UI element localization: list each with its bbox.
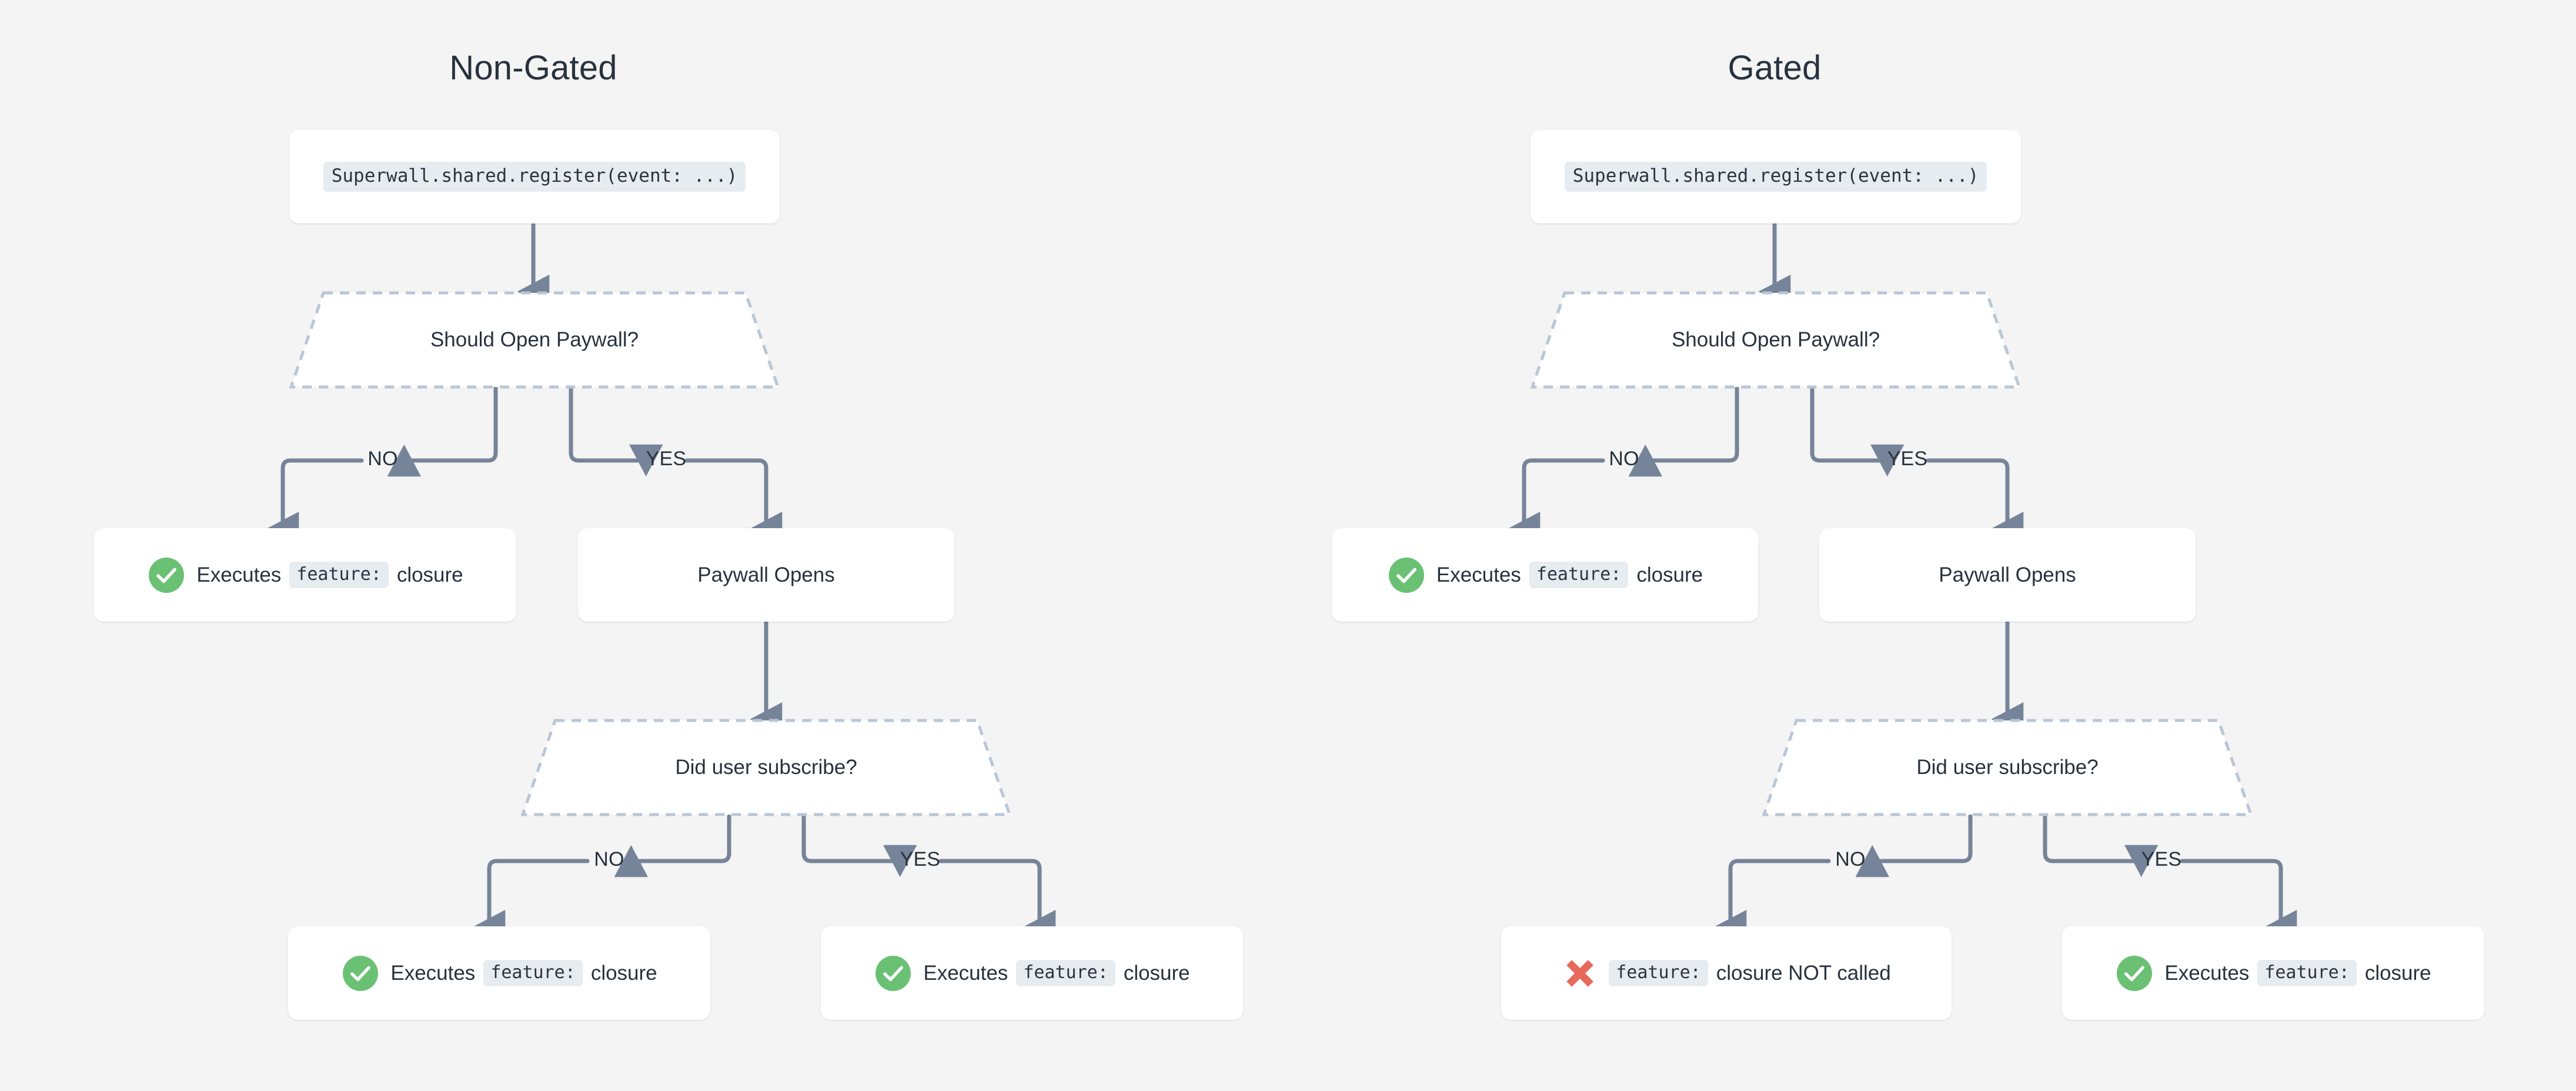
node-subscribe-yes-gated[interactable]: Executes feature: closure xyxy=(2062,926,2484,1020)
edge-label-paywall-yes: YES xyxy=(646,448,687,470)
edge-label-paywall-no: NO xyxy=(367,448,398,470)
edge-label-g-subscribe-yes: YES xyxy=(2141,848,2182,870)
edge-g-paywall-no-b xyxy=(1508,458,1605,546)
node-entry-gated[interactable]: Superwall.shared.register(event: ...) xyxy=(1531,130,2021,223)
edge-paywall-yes-a xyxy=(569,386,663,477)
node-label: Paywall Opens xyxy=(1939,563,2076,586)
decision-did-user-subscribe-gated[interactable]: Did user subscribe? xyxy=(1762,719,2253,816)
code-chip-feature: feature: xyxy=(1529,562,1629,588)
edge-label-g-paywall-no: NO xyxy=(1609,448,1639,470)
code-chip-feature: feature: xyxy=(1609,960,1708,986)
code-chip-feature: feature: xyxy=(2257,960,2357,986)
edge-g-subscribe-no-b xyxy=(1714,859,1831,944)
decision-label: Did user subscribe? xyxy=(1916,756,2099,779)
node-branch-no-gated[interactable]: Executes feature: closure xyxy=(1332,528,1758,622)
node-text-prefix: Executes xyxy=(390,962,476,985)
trapezoid-shape xyxy=(289,291,780,389)
node-paywall-opens-gated[interactable]: Paywall Opens xyxy=(1819,528,2196,622)
node-text-suffix: closure xyxy=(1636,563,1703,586)
node-label: Paywall Opens xyxy=(697,563,835,586)
decision-label: Did user subscribe? xyxy=(675,756,857,779)
edge-paywall-no-a xyxy=(387,386,498,477)
trapezoid-shape xyxy=(1531,291,2021,389)
edge-subscribe-yes-b xyxy=(938,859,1056,944)
node-text-suffix: closure xyxy=(396,563,463,586)
code-chip-register: Superwall.shared.register(event: ...) xyxy=(1564,162,1987,192)
edge-label-g-subscribe-no: NO xyxy=(1835,848,1866,870)
edge-label-subscribe-no: NO xyxy=(594,848,624,870)
node-text-suffix: closure xyxy=(2364,962,2431,985)
node-entry-non-gated[interactable]: Superwall.shared.register(event: ...) xyxy=(289,130,780,223)
check-circle-icon xyxy=(874,954,913,993)
edge-g-subscribe-yes-a xyxy=(2043,814,2159,878)
code-chip-feature: feature: xyxy=(1016,960,1115,986)
node-branch-no-non-gated[interactable]: Executes feature: closure xyxy=(94,528,516,622)
edge-g-subscribe-yes-b xyxy=(2180,859,2297,944)
column-title-non-gated: Non-Gated xyxy=(449,49,617,87)
node-text-prefix: Executes xyxy=(196,563,282,586)
edge-paywall-no-b xyxy=(266,458,364,546)
edge-label-g-paywall-yes: YES xyxy=(1887,448,1928,470)
edge-g-paywall-yes-a xyxy=(1810,386,1905,477)
node-subscribe-yes-non-gated[interactable]: Executes feature: closure xyxy=(821,926,1243,1020)
decision-label: Should Open Paywall? xyxy=(1671,328,1880,351)
decision-should-open-paywall-gated[interactable]: Should Open Paywall? xyxy=(1531,291,2021,389)
decision-did-user-subscribe[interactable]: Did user subscribe? xyxy=(521,719,1011,816)
edge-paywall-yes-b xyxy=(684,458,783,546)
edge-g-paywall-no-a xyxy=(1628,386,1739,477)
x-mark-icon xyxy=(1562,955,1598,992)
edge-g-subscribe-no-a xyxy=(1855,814,1973,878)
check-circle-icon xyxy=(341,954,380,993)
edge-subscribe-yes-a xyxy=(801,814,917,878)
node-text-prefix: Executes xyxy=(2164,962,2250,985)
check-circle-icon xyxy=(1387,556,1426,595)
code-chip-feature: feature: xyxy=(289,562,389,588)
edge-subscribe-no-b xyxy=(473,859,590,944)
check-circle-icon xyxy=(2115,954,2154,993)
edge-subscribe-no-a xyxy=(614,814,731,878)
node-subscribe-no-non-gated[interactable]: Executes feature: closure xyxy=(288,926,710,1020)
node-text-prefix: Executes xyxy=(923,962,1008,985)
column-title-gated: Gated xyxy=(1728,49,1822,87)
node-text-suffix: closure NOT called xyxy=(1716,962,1891,985)
code-chip-register: Superwall.shared.register(event: ...) xyxy=(323,162,746,192)
decision-label: Should Open Paywall? xyxy=(430,328,639,351)
node-text-suffix: closure xyxy=(1123,962,1190,985)
node-text-suffix: closure xyxy=(590,962,657,985)
node-paywall-opens-non-gated[interactable]: Paywall Opens xyxy=(578,528,954,622)
trapezoid-shape xyxy=(1762,719,2253,816)
node-text-prefix: Executes xyxy=(1436,563,1521,586)
trapezoid-shape xyxy=(521,719,1011,816)
node-subscribe-no-gated[interactable]: feature: closure NOT called xyxy=(1501,926,1952,1020)
edge-label-subscribe-yes: YES xyxy=(900,848,941,870)
code-chip-feature: feature: xyxy=(483,960,583,986)
check-circle-icon xyxy=(147,556,186,595)
edge-g-paywall-yes-b xyxy=(1926,458,2024,546)
decision-should-open-paywall[interactable]: Should Open Paywall? xyxy=(289,291,780,389)
